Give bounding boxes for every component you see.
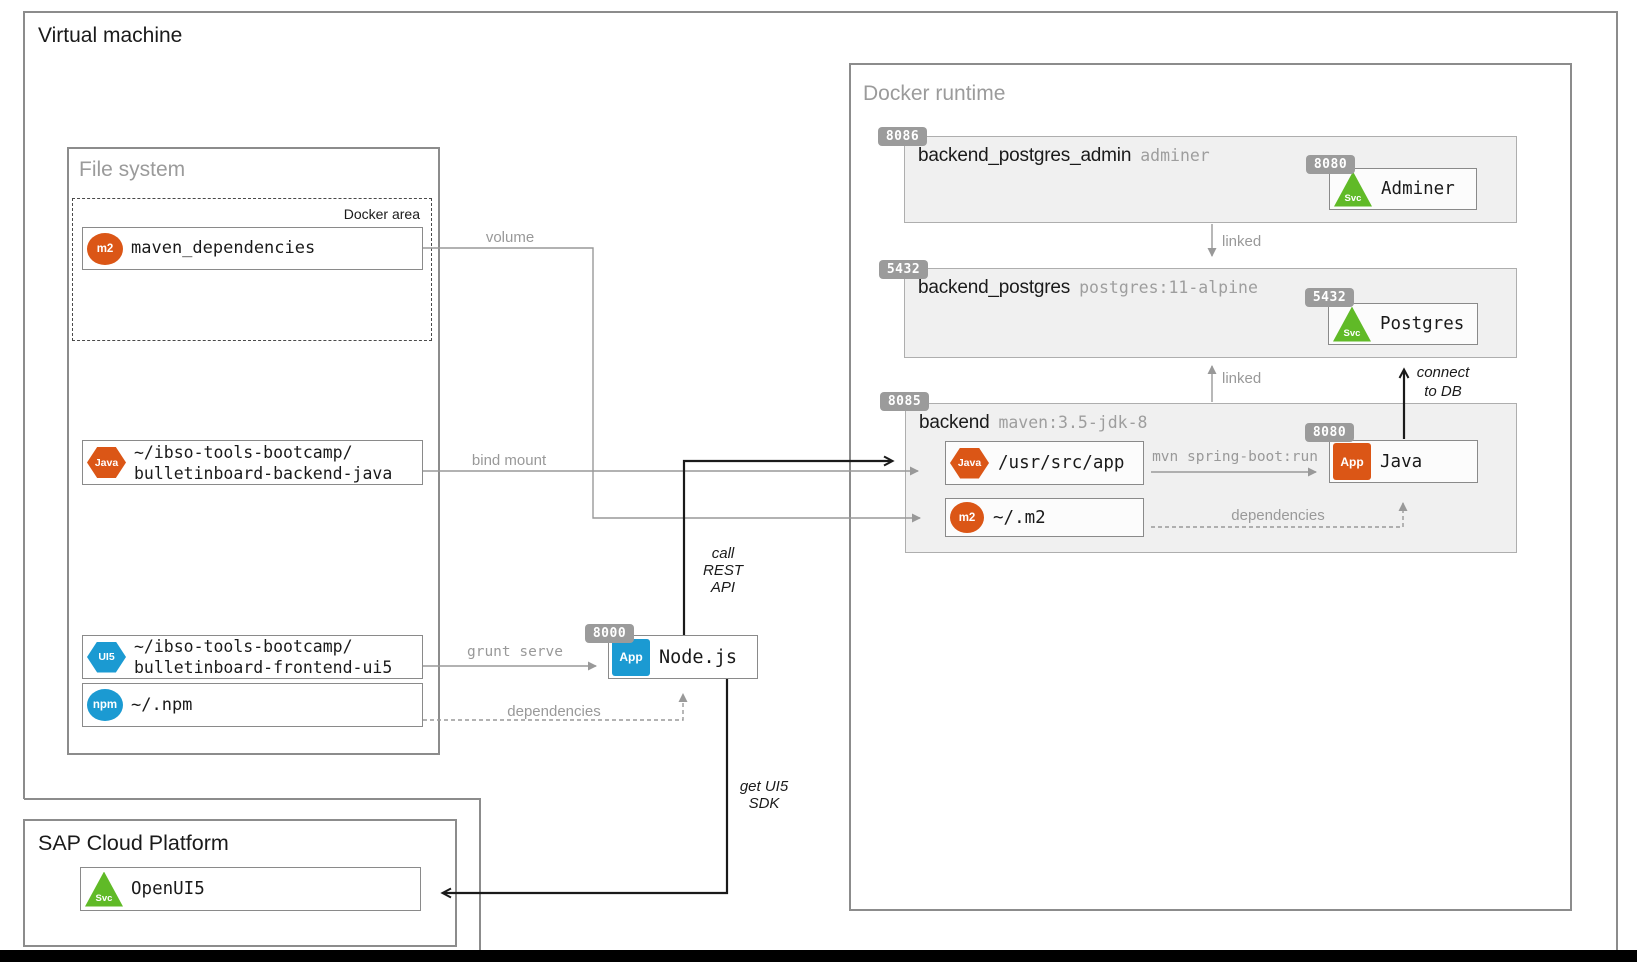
backend-container-port-badge: 8085 [880,392,929,411]
svc-icon-openui5: Svc [85,871,123,907]
nodejs-label: Node.js [659,646,737,668]
volume-label: volume [485,229,535,246]
java-icon-mount: Java [950,447,989,479]
backend-container-name: backend [919,412,990,433]
backend-src-item[interactable]: Java ~/ibso-tools-bootcamp/bulletinboard… [82,440,423,485]
m2-mount-label: ~/.m2 [993,507,1046,528]
vm-title: Virtual machine [38,24,183,47]
grunt-serve-label: grunt serve [466,644,564,660]
postgres-label: Postgres [1380,314,1465,334]
postgres-service-box[interactable]: Svc Postgres [1328,303,1478,345]
admin-container-title: backend_postgres_admin adminer [918,145,1210,167]
usr-src-app-label: /usr/src/app [998,453,1125,473]
ui5-icon: UI5 [87,641,126,673]
maven-dependencies-item[interactable]: m2 maven_dependencies [82,227,423,270]
maven-dependencies-label: maven_dependencies [131,238,316,258]
npm-cache-item[interactable]: npm ~/.npm [82,683,423,727]
app-icon-node: App [612,638,650,676]
backend-container-image: maven:3.5-jdk-8 [998,413,1148,432]
svc-icon-postgres: Svc [1333,306,1371,342]
npm-icon: npm [87,689,123,721]
npm-dependencies-label: dependencies [507,703,601,720]
postgres-port-badge: 5432 [1305,288,1354,307]
postgres-container-port-badge: 5432 [879,260,928,279]
java-icon: Java [87,447,126,478]
svc-icon-adminer: Svc [1334,171,1372,207]
openui5-box[interactable]: Svc OpenUI5 [80,867,421,911]
m2-dependencies-label: dependencies [1231,507,1325,524]
mvn-run-label: mvn spring-boot:run [1152,449,1318,465]
bind-mount-label: bind mount [471,452,547,469]
m2-icon: m2 [87,232,123,265]
linked-bottom-label: linked [1222,370,1262,387]
adminer-service-box[interactable]: Svc Adminer [1329,168,1477,210]
java-port-badge: 8080 [1305,423,1354,442]
postgres-container-image: postgres:11-alpine [1079,278,1258,297]
docker-runtime-title: Docker runtime [863,82,1006,105]
volume-line [423,247,921,523]
admin-container-image: adminer [1140,146,1210,165]
m2-mount-box[interactable]: m2 ~/.m2 [945,498,1144,537]
backend-container-title: backend maven:3.5-jdk-8 [919,412,1147,434]
admin-container-name: backend_postgres_admin [918,145,1132,166]
openui5-label: OpenUI5 [131,879,205,899]
admin-container-port-badge: 8086 [878,127,927,146]
npm-cache-label: ~/.npm [131,694,193,715]
java-label: Java [1380,451,1423,472]
backend-src-label: ~/ibso-tools-bootcamp/bulletinboard-back… [134,442,393,483]
bottom-bar [0,950,1637,962]
frontend-src-label: ~/ibso-tools-bootcamp/bulletinboard-fron… [134,637,393,677]
app-icon-java: App [1333,443,1371,480]
node-port-badge: 8000 [585,624,634,643]
java-service-box[interactable]: App Java [1329,440,1478,483]
file-system-title: File system [79,158,186,181]
linked-top-label: linked [1222,233,1262,250]
m2-icon-mount: m2 [950,502,984,533]
postgres-container-name: backend_postgres [918,277,1071,298]
usr-src-app-box[interactable]: Java /usr/src/app [945,441,1144,485]
adminer-port-badge: 8080 [1306,155,1355,174]
frontend-src-item[interactable]: UI5 ~/ibso-tools-bootcamp/bulletinboard-… [82,635,423,679]
adminer-label: Adminer [1381,179,1455,199]
docker-area-label: Docker area [343,206,420,222]
postgres-container-title: backend_postgres postgres:11-alpine [918,277,1258,299]
sap-title: SAP Cloud Platform [38,831,229,855]
